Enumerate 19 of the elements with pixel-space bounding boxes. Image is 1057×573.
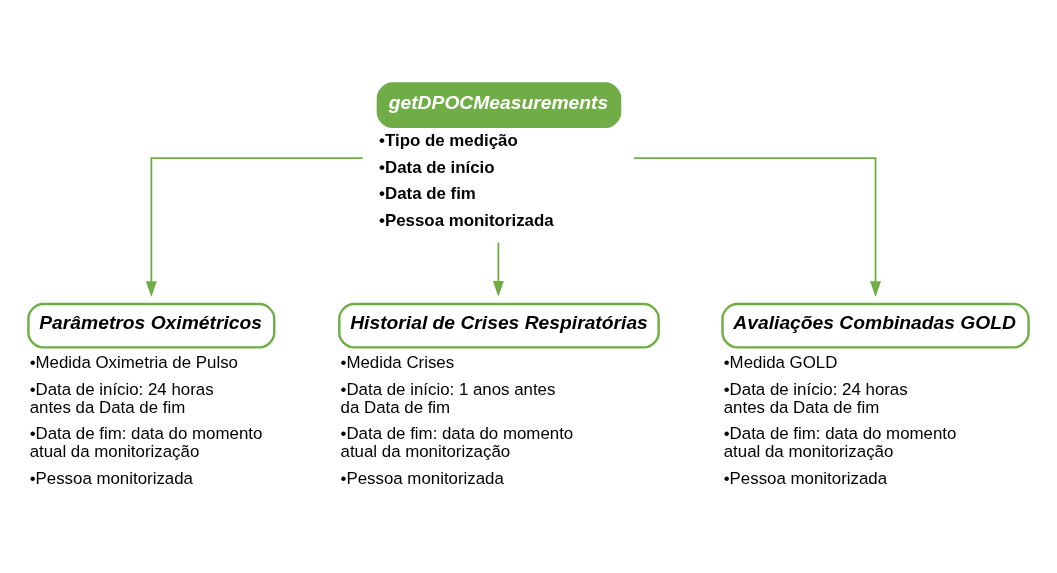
node-label: •Data de início: 1 anos antes da Data de fim	[340, 379, 556, 417]
node-label: •Data de início	[379, 157, 495, 177]
node-label: •Medida Crises	[340, 353, 455, 373]
node-label: •Data de fim	[379, 184, 476, 204]
node-label: •Tipo de medição	[379, 131, 518, 151]
node-label: •Data de fim: data do momento atual da monitorização	[340, 424, 574, 462]
node-label: •Medida Oximetria de Pulso	[29, 353, 238, 373]
node-label: •Data de fim: data do momento atual da monitorização	[723, 424, 957, 462]
node-label: •Pessoa monitorizada	[379, 210, 554, 230]
node-label: •Pessoa monitorizada	[29, 468, 193, 488]
node-label: •Pessoa monitorizada	[340, 468, 504, 488]
arrow	[633, 157, 882, 297]
node-label: •Pessoa monitorizada	[723, 468, 888, 488]
node-label: •Medida GOLD	[723, 353, 838, 373]
node-label: •Data de início: 24 horas antes da Data de fim	[723, 379, 908, 417]
arrow	[145, 157, 364, 297]
arrow	[492, 241, 504, 297]
node-label: •Data de fim: data do momento atual da monitorização	[29, 424, 263, 462]
node-label: •Data de início: 24 horas antes da Data de fim	[29, 379, 214, 417]
